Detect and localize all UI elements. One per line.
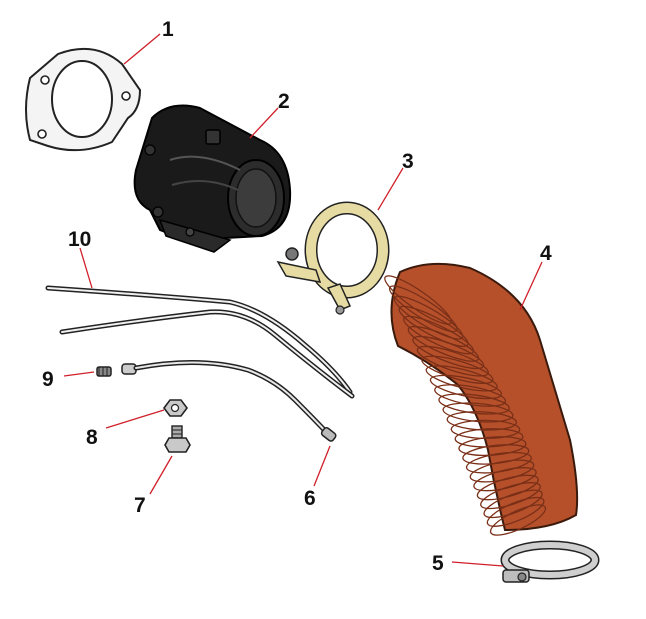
hose-rib bbox=[476, 474, 539, 501]
leader-9 bbox=[63, 371, 95, 377]
part-6-short-tube bbox=[121, 359, 337, 442]
callout-8: 8 bbox=[86, 426, 98, 449]
part-8-nut bbox=[163, 399, 188, 417]
hose-rib bbox=[489, 504, 547, 536]
leader-2 bbox=[249, 107, 279, 139]
leader-1 bbox=[123, 33, 161, 65]
callout-6: 6 bbox=[304, 487, 316, 510]
part-9-fitting bbox=[96, 366, 112, 377]
hose-rib bbox=[425, 365, 498, 392]
hose-rib bbox=[403, 315, 475, 355]
part-7-bolt bbox=[164, 425, 191, 453]
hose-corrugation-ribs bbox=[384, 275, 547, 536]
hose-rib bbox=[434, 384, 507, 407]
hose-rib bbox=[442, 402, 514, 423]
callout-10: 10 bbox=[68, 228, 91, 251]
leader-6 bbox=[313, 445, 331, 487]
callout-3: 3 bbox=[402, 150, 414, 173]
hose-rib bbox=[483, 489, 543, 519]
part-10-long-tube bbox=[45, 285, 355, 399]
hose-rib bbox=[450, 419, 521, 440]
hose-rib bbox=[480, 482, 541, 510]
leader-7 bbox=[149, 455, 173, 495]
hose-rib bbox=[429, 374, 503, 400]
part-1-gasket bbox=[25, 47, 142, 152]
leader-lines bbox=[63, 33, 543, 567]
callout-1: 1 bbox=[162, 18, 174, 41]
callout-labels: 1 2 3 4 5 6 7 8 9 10 bbox=[42, 18, 552, 575]
leader-5 bbox=[451, 561, 504, 567]
part-5-hose-clamp bbox=[500, 540, 600, 583]
hose-rib bbox=[486, 496, 545, 527]
hose-rib bbox=[398, 305, 469, 347]
callout-5: 5 bbox=[432, 552, 444, 575]
leader-3 bbox=[377, 167, 404, 211]
callout-4: 4 bbox=[540, 242, 552, 265]
callout-7: 7 bbox=[134, 494, 146, 517]
hose-rib bbox=[393, 295, 464, 340]
leader-8 bbox=[105, 409, 165, 429]
leader-4 bbox=[519, 261, 543, 311]
part-2-elbow-adapter bbox=[133, 104, 292, 253]
hose-rib bbox=[473, 467, 537, 492]
part-3-band-clamp bbox=[276, 201, 390, 315]
callout-9: 9 bbox=[42, 368, 54, 391]
callout-2: 2 bbox=[278, 90, 290, 113]
leader-10 bbox=[79, 247, 93, 289]
hose-rib bbox=[421, 355, 494, 385]
hose-rib bbox=[438, 393, 510, 415]
